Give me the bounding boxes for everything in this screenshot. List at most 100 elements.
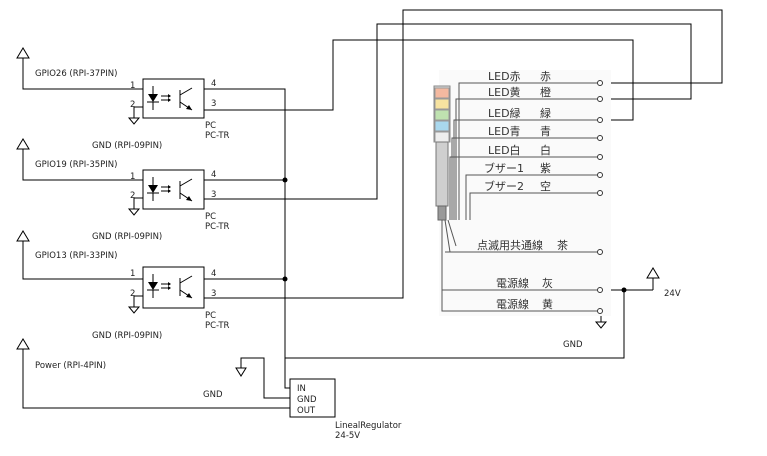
tower-terminal-0 bbox=[597, 80, 603, 86]
power-label: Power (RPI-4PIN) bbox=[35, 361, 106, 371]
pc-tr-label: PC-TR bbox=[205, 222, 230, 232]
tower-wire-color: 青 bbox=[540, 125, 551, 138]
tower-wire-name: LED緑 bbox=[488, 106, 521, 120]
tower-wire-name: ブザー2 bbox=[484, 179, 524, 193]
arrow-up-icon bbox=[646, 267, 660, 279]
supply-label: 24V bbox=[664, 289, 681, 299]
gpio19-label: GPIO19 (RPI-35PIN) bbox=[35, 160, 117, 170]
gnd-label-3: GND (RPI-09PIN) bbox=[92, 331, 162, 341]
optocoupler-3-led-icon bbox=[147, 274, 171, 298]
pc-tr-label: PC-TR bbox=[205, 131, 230, 141]
pin-4: 4 bbox=[211, 79, 216, 89]
tower-terminal-1 bbox=[597, 96, 603, 102]
regulator-gnd-wire bbox=[240, 357, 290, 399]
tower-wire-color: 紫 bbox=[540, 162, 551, 175]
regulator-out: OUT bbox=[297, 406, 316, 416]
optocoupler-2-led-icon bbox=[147, 177, 171, 201]
tower-wire-color: 茶 bbox=[557, 239, 568, 252]
supply-24v: 24V GND bbox=[285, 267, 681, 359]
tower-terminal-5 bbox=[597, 172, 603, 178]
regulator-gnd: GND bbox=[297, 395, 317, 405]
tower-lamp-yellow bbox=[434, 98, 450, 110]
gpio26-label: GPIO26 (RPI-37PIN) bbox=[35, 69, 117, 79]
tower-gnd-label: GND bbox=[563, 340, 583, 350]
pin-1: 1 bbox=[130, 172, 135, 182]
emitter-lines bbox=[204, 9, 723, 299]
gpio13-label: GPIO13 (RPI-33PIN) bbox=[35, 251, 117, 261]
tower-terminal-2 bbox=[597, 117, 603, 123]
tower-lamp-white bbox=[434, 131, 450, 143]
tower-terminal-6 bbox=[597, 190, 603, 196]
ground-icon bbox=[127, 208, 141, 216]
pin-4: 4 bbox=[211, 269, 216, 279]
tower-wire-color: 灰 bbox=[542, 276, 553, 290]
pin-2: 2 bbox=[130, 191, 135, 201]
pin-1: 1 bbox=[130, 269, 135, 279]
tower-wire-name: LED黄 bbox=[488, 85, 521, 99]
optocoupler-2: 1 2 4 3 PC PC-TR bbox=[130, 169, 230, 232]
tower-lamp-green bbox=[434, 109, 450, 121]
gnd-label-1: GND (RPI-09PIN) bbox=[92, 141, 162, 151]
tower-wire-name: ブザー1 bbox=[484, 161, 524, 175]
tower-wire-1 bbox=[455, 98, 597, 220]
gnd-label-2: GND (RPI-09PIN) bbox=[92, 232, 162, 242]
optocoupler-3: 1 2 4 3 PC PC-TR bbox=[130, 266, 230, 331]
tower-wire-4 bbox=[449, 156, 597, 220]
regulator-name: LinealRegulator bbox=[335, 421, 402, 431]
tower-wire-color: 赤 bbox=[540, 70, 551, 83]
tower-wire-6 bbox=[469, 192, 597, 220]
tower-wire-color: 黄 bbox=[542, 297, 553, 311]
pc-label: PC bbox=[205, 121, 216, 131]
tower-wire-3 bbox=[451, 137, 597, 220]
tower-wire-name: LED白 bbox=[488, 143, 521, 157]
tower-terminal-8 bbox=[597, 287, 603, 293]
linear-regulator: IN GND OUT LinealRegulator 24-5V bbox=[289, 378, 402, 441]
pin-2: 2 bbox=[130, 100, 135, 110]
tower-wire-color: 緑 bbox=[540, 106, 551, 120]
tower-wire-5 bbox=[465, 174, 597, 220]
tower-wire-2 bbox=[453, 119, 597, 220]
tower-wire-lines bbox=[441, 80, 603, 314]
regulator-in: IN bbox=[297, 384, 306, 394]
tower-terminal-7 bbox=[597, 249, 603, 255]
optocoupler-1-led-icon bbox=[147, 86, 171, 110]
pin-2: 2 bbox=[130, 289, 135, 299]
regulator-range: 24-5V bbox=[335, 431, 360, 441]
ground-icon bbox=[235, 367, 247, 377]
optocoupler-1: 1 2 4 3 PC PC-TR bbox=[130, 78, 230, 141]
optocoupler-1-transistor-icon bbox=[179, 87, 193, 111]
tower-wire-0 bbox=[458, 82, 597, 220]
regulator-body bbox=[289, 378, 336, 418]
pc-tr-label: PC-TR bbox=[205, 321, 230, 331]
tower-wire-name: 電源線 bbox=[496, 297, 529, 311]
pin-3: 3 bbox=[211, 99, 216, 109]
gnd-label-power: GND bbox=[203, 390, 223, 400]
optocoupler-3-body bbox=[142, 266, 205, 309]
pc-label: PC bbox=[205, 311, 216, 321]
tower-wire-name: 電源線 bbox=[496, 276, 529, 290]
pc-label: PC bbox=[205, 212, 216, 222]
tower-wire-color: 空 bbox=[540, 179, 551, 193]
tower-terminal-9 bbox=[597, 308, 603, 314]
tower-wire-name: LED青 bbox=[488, 125, 521, 138]
ground-icon bbox=[127, 117, 141, 125]
optocoupler-2-transistor-icon bbox=[179, 178, 193, 202]
tower-wire-name: LED赤 bbox=[488, 70, 521, 83]
pin-1: 1 bbox=[130, 81, 135, 91]
pin2-ground-wires bbox=[127, 106, 143, 314]
optocoupler-3-transistor-icon bbox=[179, 275, 193, 299]
ground-icon bbox=[127, 306, 141, 314]
pin-3: 3 bbox=[211, 289, 216, 299]
tower-lamp-red bbox=[434, 87, 450, 99]
tower-wire-color: 橙 bbox=[540, 85, 551, 99]
collector-bus bbox=[204, 88, 290, 389]
tower-wire-name: 点滅用共通線 bbox=[477, 238, 543, 252]
tower-terminal-4 bbox=[597, 154, 603, 160]
ground-icon bbox=[594, 321, 608, 329]
tower-trunk bbox=[441, 220, 597, 312]
pin-4: 4 bbox=[211, 170, 216, 180]
tower-terminal-3 bbox=[597, 135, 603, 141]
